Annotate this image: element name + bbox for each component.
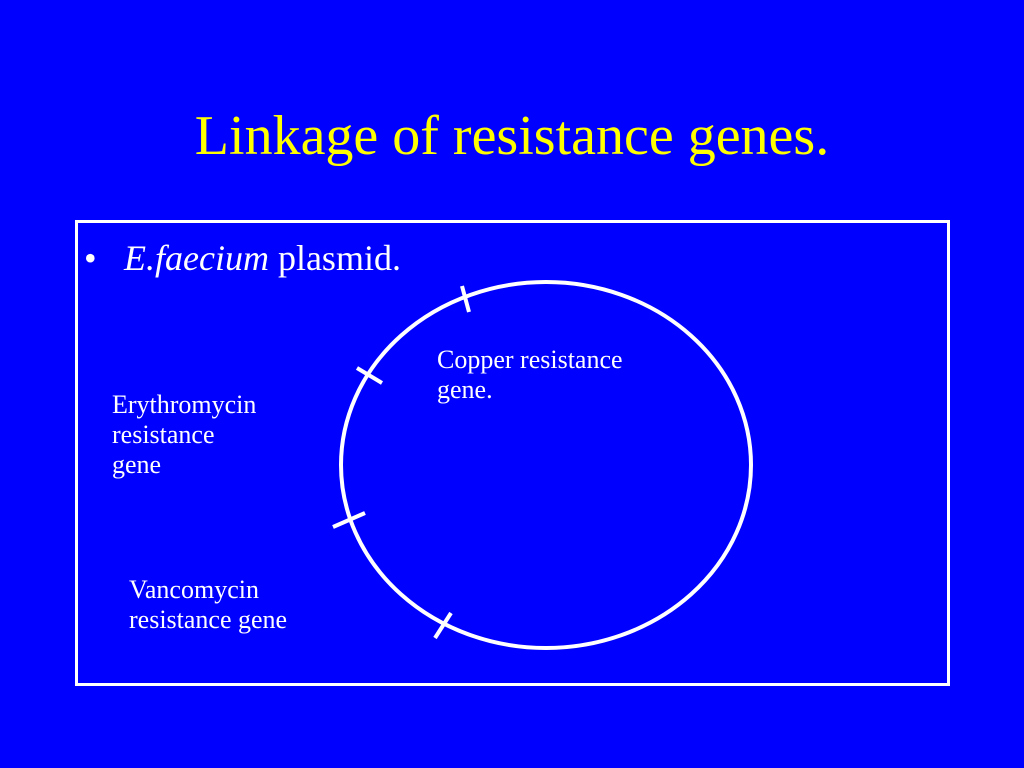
species-name: E.faecium (124, 238, 269, 278)
gene-boundary-marker-upper-left (355, 366, 384, 385)
vancomycin-resistance-label: Vancomycin resistance gene (129, 575, 288, 634)
gene-boundary-marker-bottom (433, 611, 453, 640)
copper-resistance-label: Copper resistance gene. (437, 345, 623, 404)
gene-boundary-marker-lower-left (332, 511, 366, 529)
bullet-item: • E.faecium plasmid. (84, 234, 401, 282)
plasmid-circle (339, 280, 753, 650)
content-frame (75, 220, 950, 686)
bullet-text: plasmid. (268, 238, 401, 278)
bullet-marker: • (84, 238, 97, 278)
erythromycin-resistance-label: Erythromycin resistance gene (112, 390, 257, 479)
gene-boundary-marker-top (460, 285, 471, 313)
slide-title: Linkage of resistance genes. (194, 105, 830, 167)
